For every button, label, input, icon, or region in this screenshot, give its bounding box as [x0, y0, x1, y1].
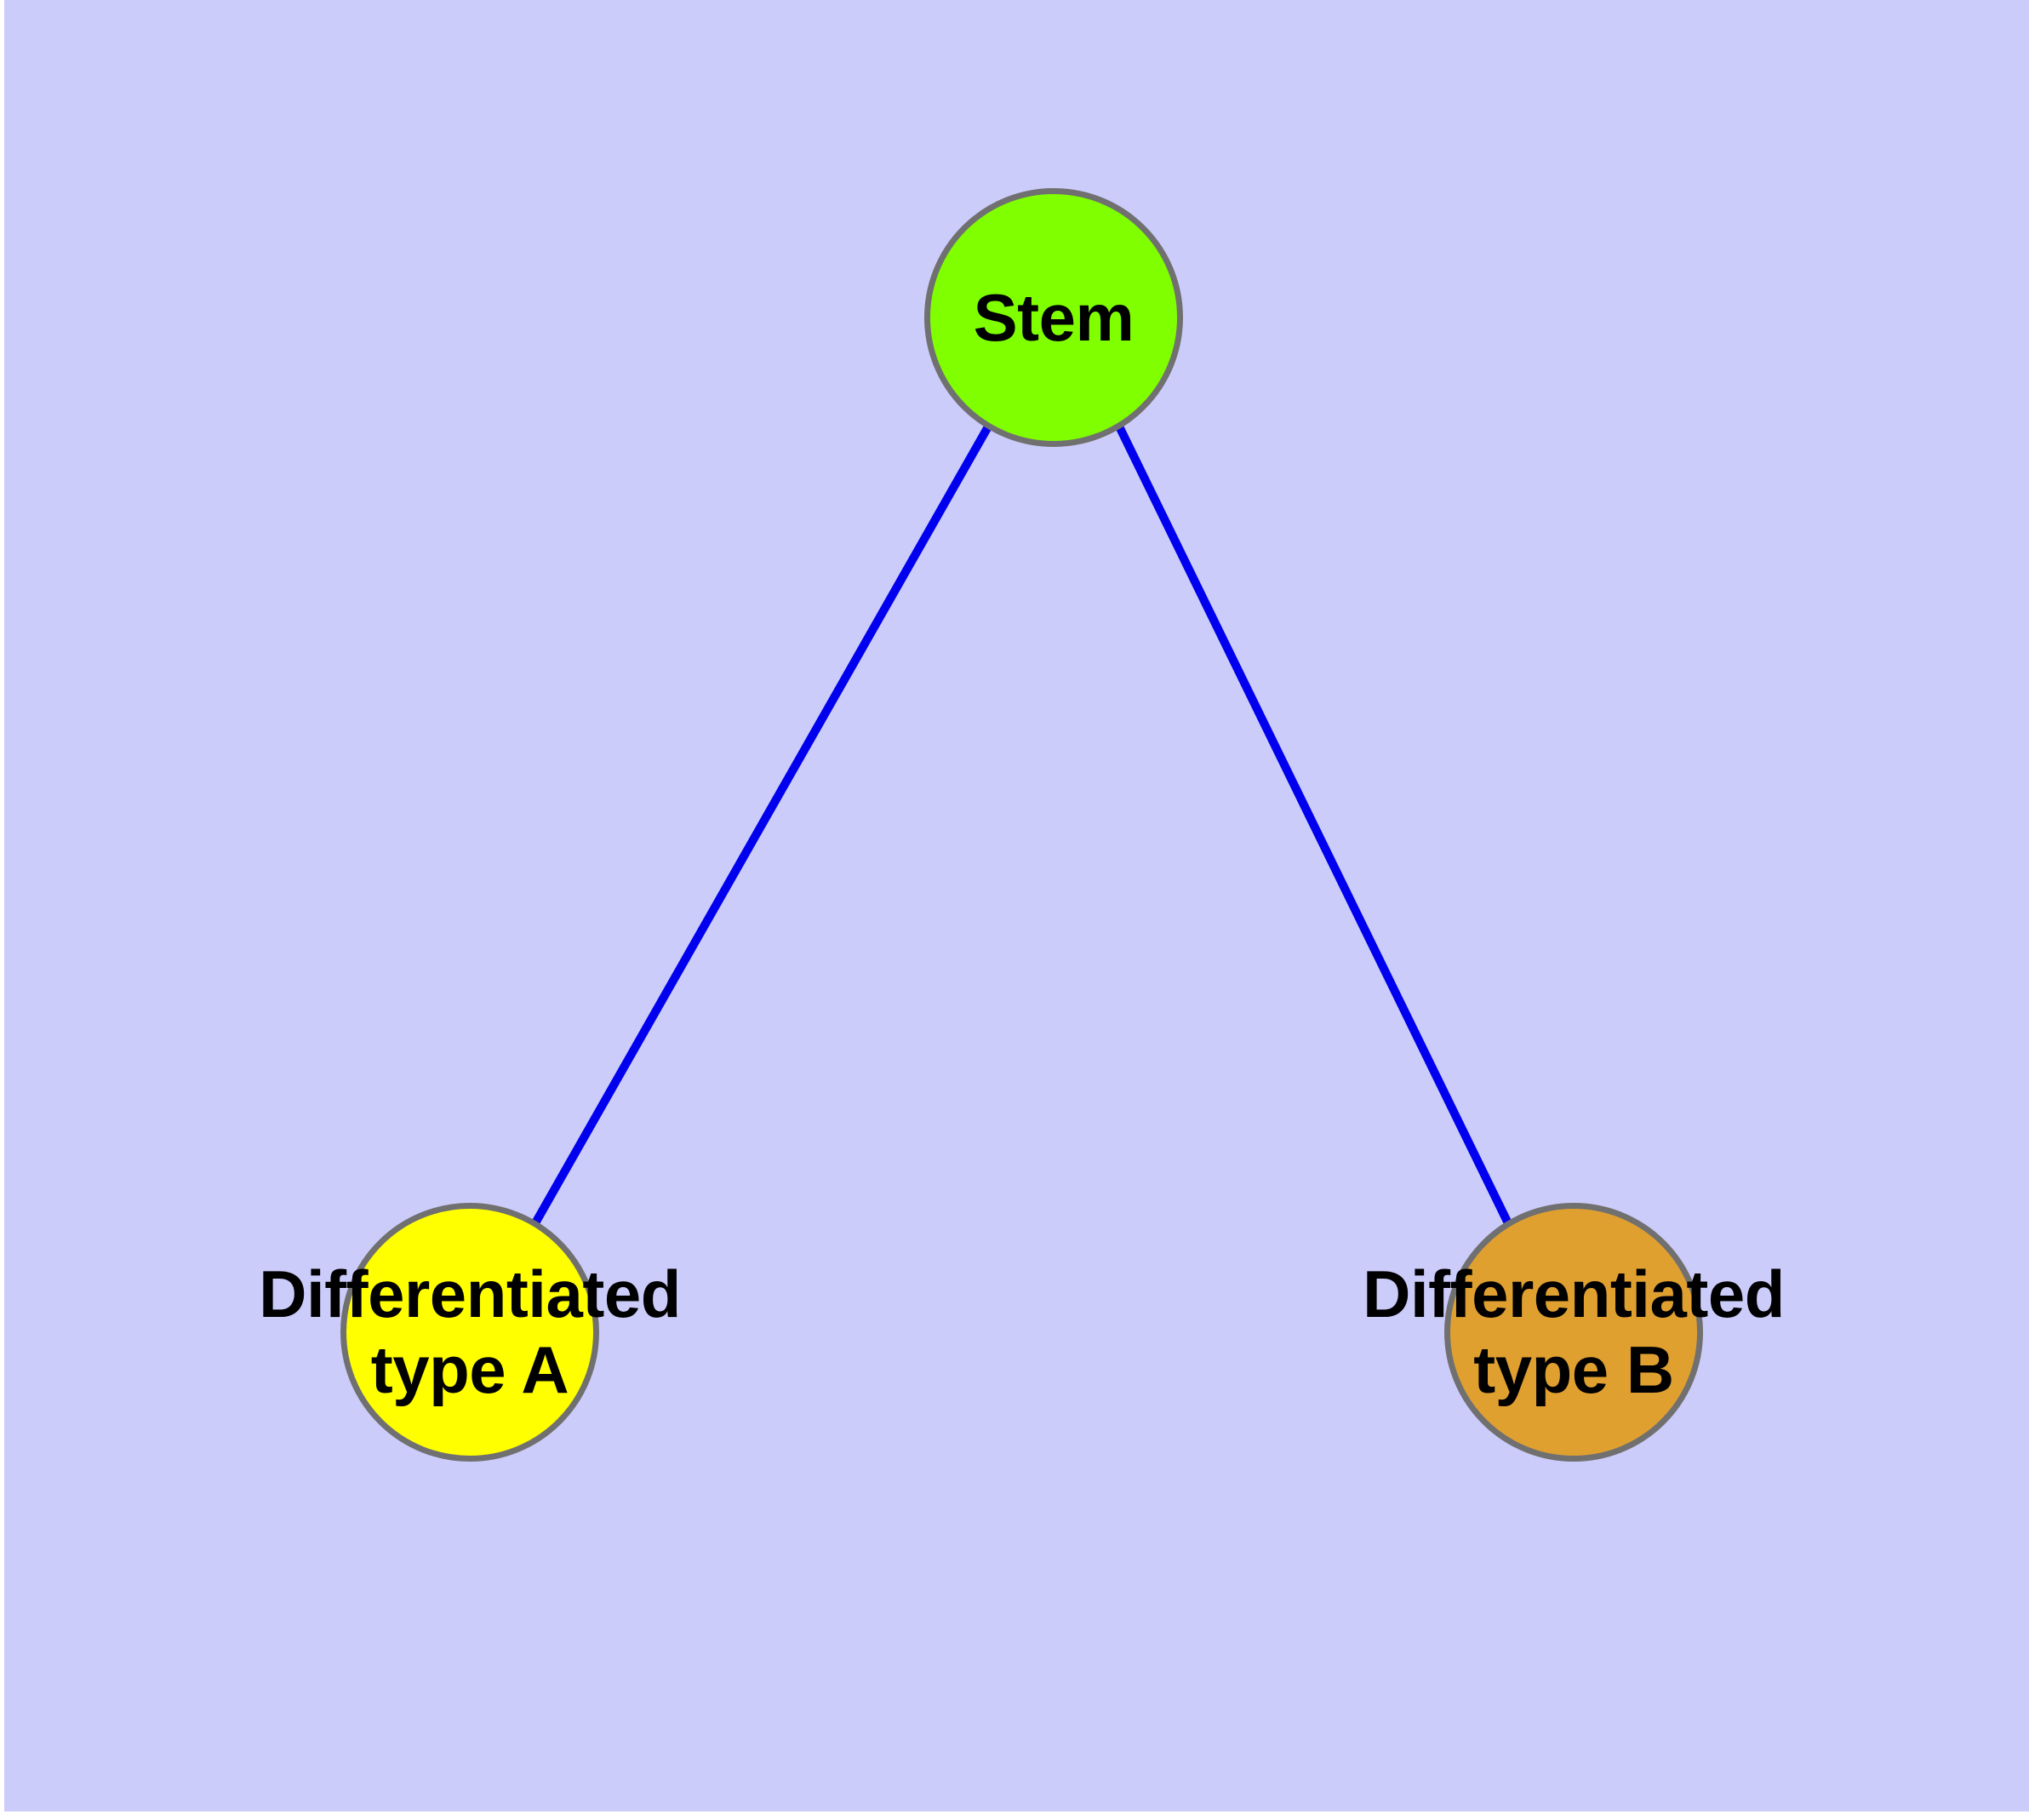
node-stem[interactable]: [924, 188, 1183, 447]
node-differentiated-type-a[interactable]: [340, 1203, 599, 1462]
node-differentiated-type-b[interactable]: [1444, 1203, 1703, 1462]
edge-stem-to-differentiated-type-a[interactable]: [532, 426, 992, 1224]
edge-stem-to-differentiated-type-b[interactable]: [1116, 426, 1512, 1224]
edge-layer: [532, 426, 1512, 1224]
diagram-canvas: Stem Differentiated type A Differentiate…: [4, 0, 2029, 1811]
